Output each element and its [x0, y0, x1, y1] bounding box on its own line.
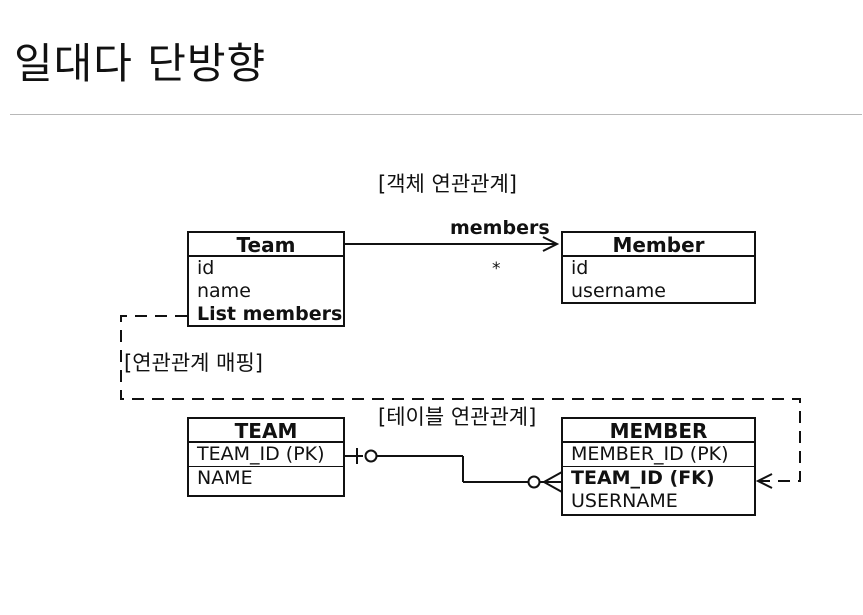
page-title: 일대다 단방향	[14, 39, 267, 88]
team-field-members: List members	[197, 303, 343, 325]
team-table-pk: TEAM_ID (PK)	[189, 443, 343, 467]
mapping-caption: [연관관계 매핑]	[124, 351, 263, 375]
title-divider	[10, 114, 862, 115]
multiplicity-label: *	[492, 259, 501, 279]
er-relation-line	[345, 448, 563, 493]
team-field-id: id	[197, 257, 215, 279]
member-table-fk: TEAM_ID (FK)	[571, 467, 715, 489]
member-field-id: id	[571, 257, 589, 279]
member-table-box: MEMBER MEMBER_ID (PK) TEAM_ID (FK) USERN…	[561, 417, 756, 516]
member-class-box: Member id username	[561, 231, 756, 304]
team-table-title: TEAM	[189, 419, 343, 443]
team-class-title: Team	[189, 233, 343, 257]
member-class-title: Member	[563, 233, 754, 257]
association-label: members	[450, 217, 550, 239]
team-table-box: TEAM TEAM_ID (PK) NAME	[187, 417, 345, 497]
team-class-box: Team id name List members	[187, 231, 345, 327]
mapping-dashed-line	[120, 315, 801, 489]
member-table-pk: MEMBER_ID (PK)	[563, 443, 754, 467]
member-field-username: username	[571, 280, 666, 302]
object-relation-caption: [객체 연관관계]	[378, 172, 517, 196]
member-table-title: MEMBER	[563, 419, 754, 443]
table-relation-caption: [테이블 연관관계]	[378, 405, 537, 429]
team-table-column-name: NAME	[197, 467, 253, 489]
association-arrow	[345, 236, 560, 252]
team-field-name: name	[197, 280, 251, 302]
member-table-column-username: USERNAME	[571, 490, 678, 512]
